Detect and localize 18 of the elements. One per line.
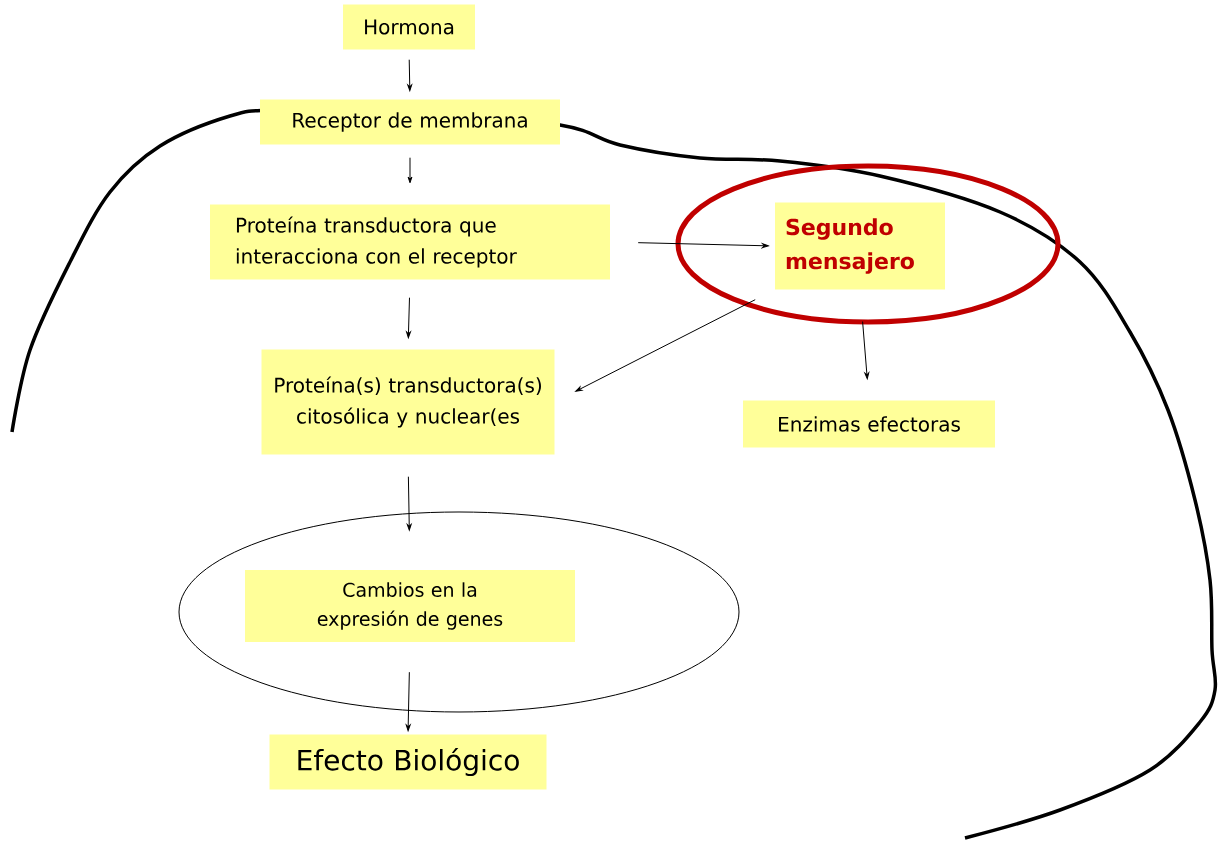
arrow — [406, 476, 412, 531]
arrow — [575, 299, 756, 392]
arrow — [637, 242, 769, 249]
text-box: Hormona — [343, 4, 475, 50]
nucleus-ellipse — [178, 511, 740, 713]
text-box: Proteína(s) transductora(s) citosólica y nuclear(es — [261, 349, 555, 455]
text-box: Efecto Biológico — [269, 734, 547, 790]
arrow — [405, 671, 411, 732]
text-box: Proteína transductora que interacciona con el receptor — [210, 204, 610, 280]
arrow — [862, 321, 870, 380]
text-box: Cambios en la expresión de genes — [245, 570, 575, 642]
highlight-ellipse — [675, 163, 1061, 325]
text-box: Enzimas efectoras — [743, 400, 995, 448]
arrow — [407, 157, 413, 184]
text-box: Receptor de membrana — [260, 99, 560, 145]
arrow — [406, 297, 411, 339]
arrow — [407, 59, 413, 92]
text-box: Segundo mensajero — [775, 202, 945, 290]
